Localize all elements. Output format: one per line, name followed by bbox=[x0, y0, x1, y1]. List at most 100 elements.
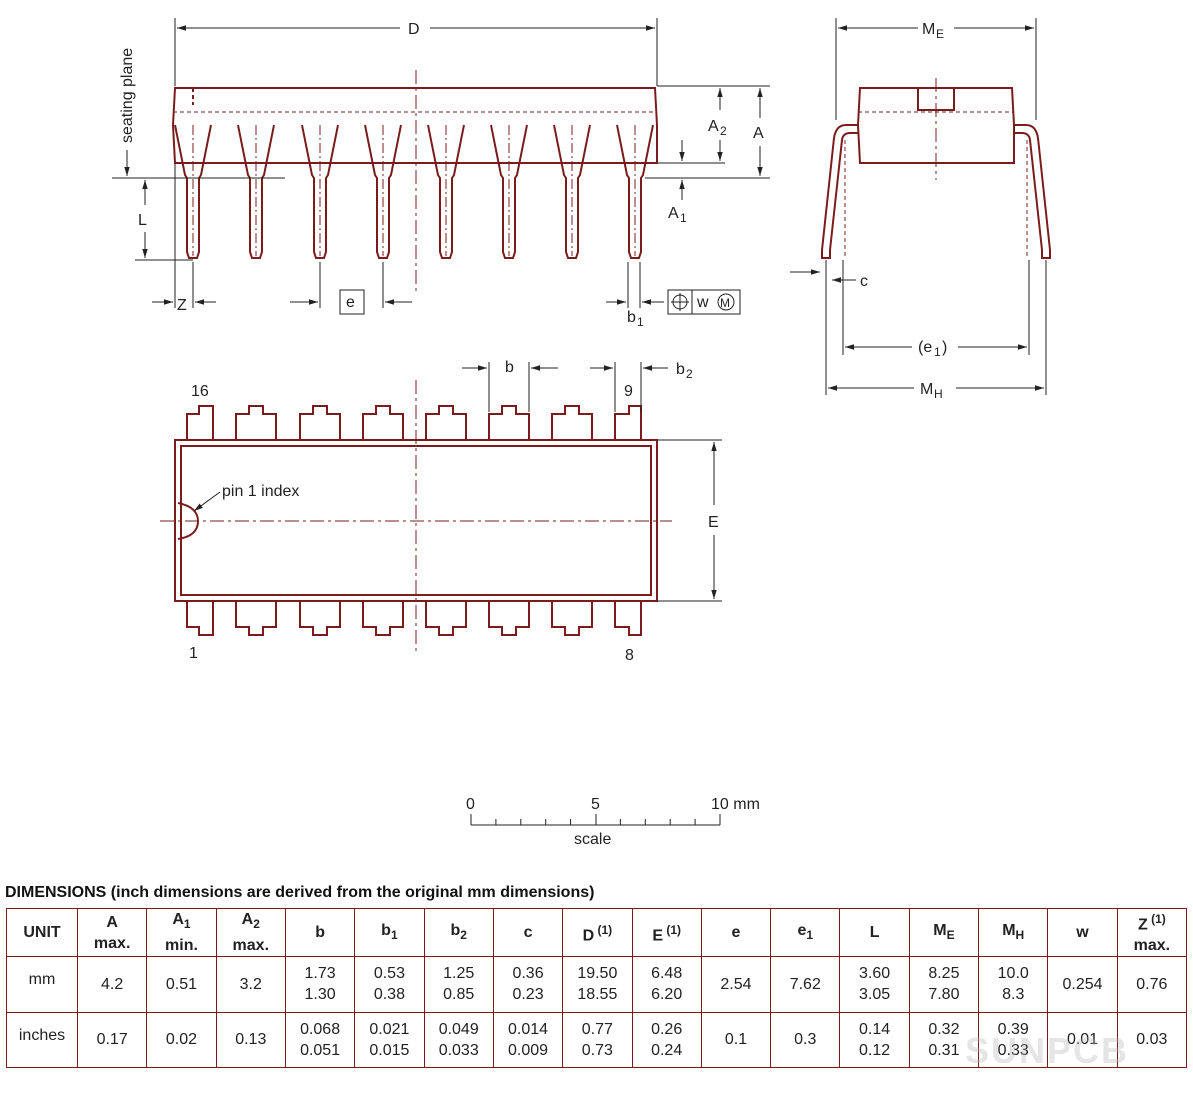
label-pin8: 8 bbox=[625, 647, 634, 664]
dimensions-table-title: DIMENSIONS (inch dimensions are derived … bbox=[5, 884, 595, 901]
end-view bbox=[821, 78, 1051, 259]
header-cell: e1 bbox=[770, 907, 841, 958]
dim-A1: A 1 bbox=[668, 140, 687, 225]
scale-bar: 0 5 10 mm scale bbox=[466, 796, 760, 848]
header-cell: MH bbox=[978, 907, 1049, 958]
value-cell: 0.51 bbox=[146, 956, 217, 1013]
svg-text:E: E bbox=[936, 27, 944, 41]
bottom-pin bbox=[186, 601, 214, 636]
side-lead bbox=[364, 124, 402, 259]
dim-Z: Z bbox=[152, 163, 216, 314]
label-b: b bbox=[505, 359, 514, 376]
label-c: c bbox=[860, 273, 868, 290]
svg-text:): ) bbox=[942, 339, 947, 356]
dim-ME: M E bbox=[835, 18, 1037, 120]
label-A1: A bbox=[668, 205, 679, 222]
label-e1: (e bbox=[918, 339, 932, 356]
header-cell: Z (1)max. bbox=[1116, 907, 1188, 958]
dim-MH: M H bbox=[825, 260, 1047, 401]
value-cell: 0.13 bbox=[215, 1011, 286, 1069]
label-b2: b bbox=[676, 361, 685, 378]
header-cell: w bbox=[1047, 907, 1118, 958]
bottom-pin bbox=[299, 601, 341, 636]
header-cell: b1 bbox=[354, 907, 425, 958]
header-cell: c bbox=[492, 907, 564, 958]
unit-cell: mm bbox=[6, 956, 78, 1013]
label-e: e bbox=[346, 294, 355, 311]
bottom-pin bbox=[614, 601, 642, 636]
side-lead bbox=[301, 124, 339, 259]
scale-caption: scale bbox=[574, 831, 611, 848]
dim-L: L bbox=[135, 180, 193, 261]
value-cell: 0.3 bbox=[770, 1011, 841, 1069]
top-pin bbox=[425, 405, 467, 440]
label-pin9: 9 bbox=[624, 383, 633, 400]
label-seating-plane: seating plane bbox=[119, 48, 136, 143]
side-view bbox=[171, 70, 658, 295]
label-MH: M bbox=[920, 381, 933, 398]
header-cell: ME bbox=[908, 907, 980, 958]
side-lead bbox=[427, 124, 465, 259]
label-pin1-index: pin 1 index bbox=[222, 483, 299, 500]
dim-A2: A 2 bbox=[657, 88, 727, 164]
value-cell: 2.54 bbox=[700, 956, 772, 1013]
label-w: w bbox=[696, 294, 709, 311]
side-lead bbox=[616, 124, 654, 259]
bottom-pin bbox=[362, 601, 404, 636]
value-cell: 0.76 bbox=[1116, 956, 1188, 1013]
bottom-pin bbox=[425, 601, 467, 636]
watermark: SUNPCB bbox=[965, 1030, 1130, 1071]
label-L: L bbox=[138, 212, 147, 229]
dim-b: b bbox=[462, 359, 558, 412]
scale-label-5: 5 bbox=[591, 796, 600, 813]
dim-b2: b 2 bbox=[590, 361, 693, 412]
top-pin bbox=[299, 405, 341, 440]
label-M-circle: M bbox=[720, 296, 730, 310]
svg-text:2: 2 bbox=[720, 124, 727, 138]
dim-e1: (e 1 ) bbox=[842, 260, 1030, 359]
value-cell: 0.03 bbox=[1116, 1011, 1188, 1069]
value-cell: 7.62 bbox=[770, 956, 841, 1013]
scale-label-10: 10 mm bbox=[711, 796, 760, 813]
value-cell: 4.2 bbox=[76, 956, 148, 1013]
side-lead bbox=[490, 124, 528, 259]
dim-b1: b 1 w M bbox=[606, 262, 741, 329]
header-cell: D (1) bbox=[562, 907, 633, 958]
label-pin16: 16 bbox=[191, 383, 209, 400]
top-pin bbox=[235, 405, 277, 440]
value-cell: 0.02 bbox=[146, 1011, 217, 1069]
header-cell: b bbox=[284, 907, 356, 958]
label-pin1: 1 bbox=[189, 645, 198, 662]
dim-D: D bbox=[174, 18, 658, 86]
label-Z: Z bbox=[177, 297, 187, 314]
top-pin bbox=[614, 405, 642, 440]
label-A2: A bbox=[708, 118, 719, 135]
svg-text:1: 1 bbox=[637, 315, 644, 329]
bottom-pin bbox=[235, 601, 277, 636]
value-cell: 0.17 bbox=[76, 1011, 148, 1069]
header-cell: UNIT bbox=[6, 907, 78, 958]
side-lead bbox=[553, 124, 591, 259]
dim-c: c bbox=[790, 269, 868, 290]
unit-cell: inches bbox=[6, 1011, 78, 1069]
dim-A: A bbox=[657, 85, 770, 176]
top-pin bbox=[551, 405, 593, 440]
label-b1: b bbox=[627, 309, 636, 326]
